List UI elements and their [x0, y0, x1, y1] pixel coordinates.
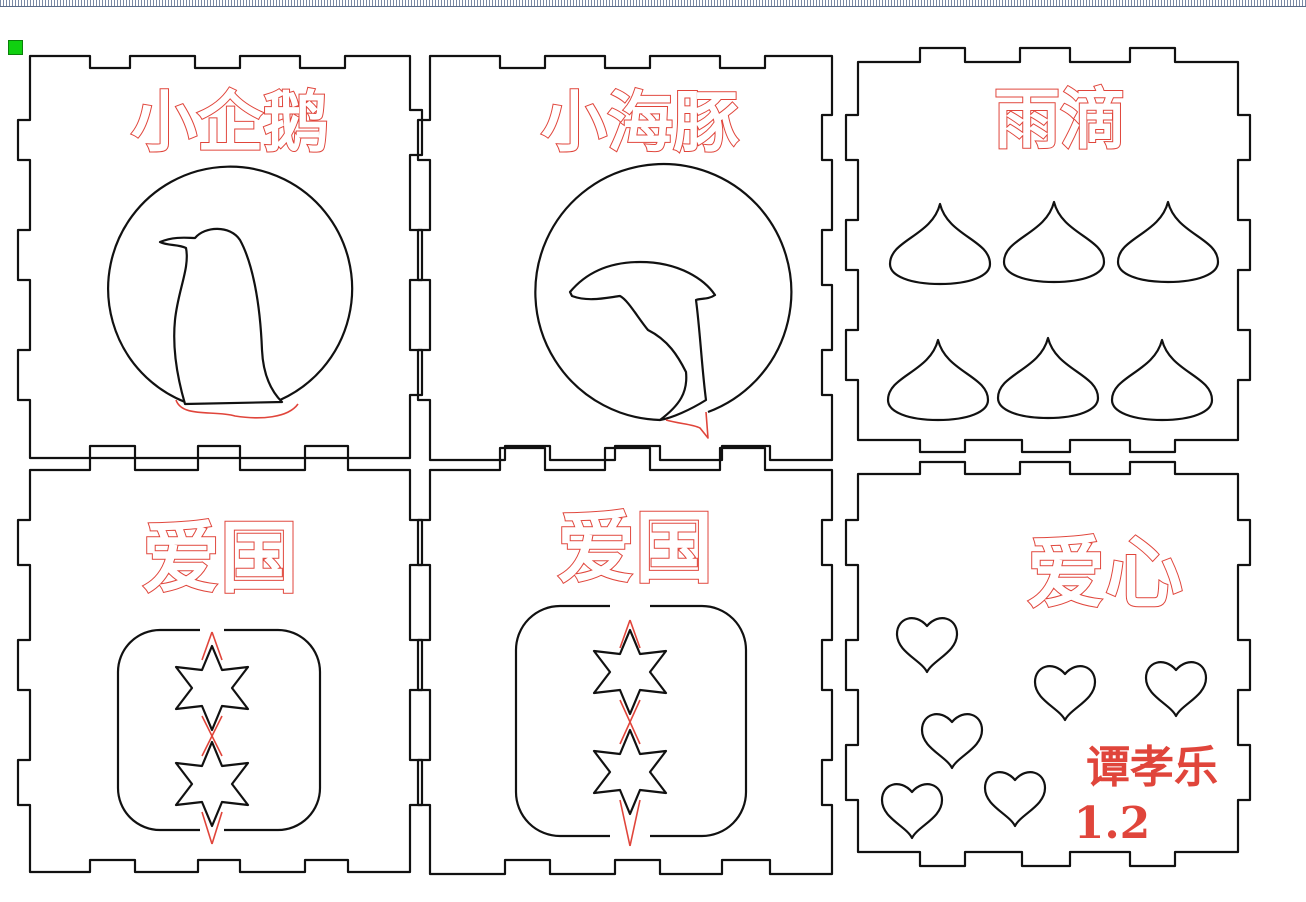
panel-title: 小企鹅	[131, 83, 329, 161]
star-icon	[174, 740, 250, 828]
panel-patriotic-1[interactable]: 爱国	[16, 456, 424, 874]
raindrop-icon	[1116, 200, 1220, 284]
panel-title: 爱国	[142, 513, 298, 604]
panel-outline	[844, 46, 1252, 454]
panel-title: 爱国	[557, 503, 713, 594]
panel-title: 雨滴	[994, 80, 1126, 158]
star-icon	[592, 628, 668, 716]
raindrop-icon	[1002, 200, 1106, 284]
panel-title: 爱心	[1027, 528, 1183, 619]
raindrop-icon	[996, 336, 1100, 420]
star-bridge-line	[201, 631, 223, 845]
raindrop-icon	[1110, 338, 1214, 422]
heart-icon	[1033, 665, 1097, 722]
raindrop-icon	[886, 338, 990, 422]
panel-dolphin[interactable]: 小海豚	[416, 54, 834, 462]
moon-circle	[107, 165, 354, 404]
splash-line	[665, 411, 709, 439]
raindrop-icon	[888, 202, 992, 286]
signature-name: 谭孝乐	[1086, 742, 1218, 793]
window-right-half	[650, 604, 748, 838]
panel-patriotic-2[interactable]: 爱国	[416, 446, 834, 876]
heart-icon	[920, 713, 984, 770]
window-left-half	[514, 604, 610, 838]
heart-icon	[1144, 661, 1208, 718]
heart-icon	[983, 771, 1047, 828]
panel-outline	[416, 54, 834, 462]
window-left-half	[116, 628, 200, 832]
top-ruler	[0, 0, 1306, 7]
dolphin-icon	[568, 260, 717, 422]
ground-line	[175, 399, 299, 419]
signature-version: 1.2	[1074, 798, 1151, 849]
heart-icon	[895, 617, 959, 674]
panel-outline	[16, 54, 424, 460]
panel-outline	[844, 460, 1252, 868]
star-icon	[174, 644, 250, 732]
panel-outline	[416, 446, 834, 876]
star-bridge-line	[619, 619, 641, 847]
panel-penguin[interactable]: 小企鹅	[16, 54, 424, 460]
window-right-half	[224, 628, 322, 832]
panel-title: 小海豚	[541, 83, 739, 161]
origin-marker[interactable]	[8, 40, 23, 55]
penguin-icon	[158, 227, 284, 406]
panel-hearts[interactable]: 爱心 谭孝乐 1.2	[844, 460, 1252, 868]
moon-circle	[534, 162, 793, 422]
heart-icon	[880, 783, 944, 840]
star-icon	[592, 728, 668, 816]
panel-outline	[16, 456, 424, 874]
panel-raindrops[interactable]: 雨滴	[844, 46, 1252, 454]
